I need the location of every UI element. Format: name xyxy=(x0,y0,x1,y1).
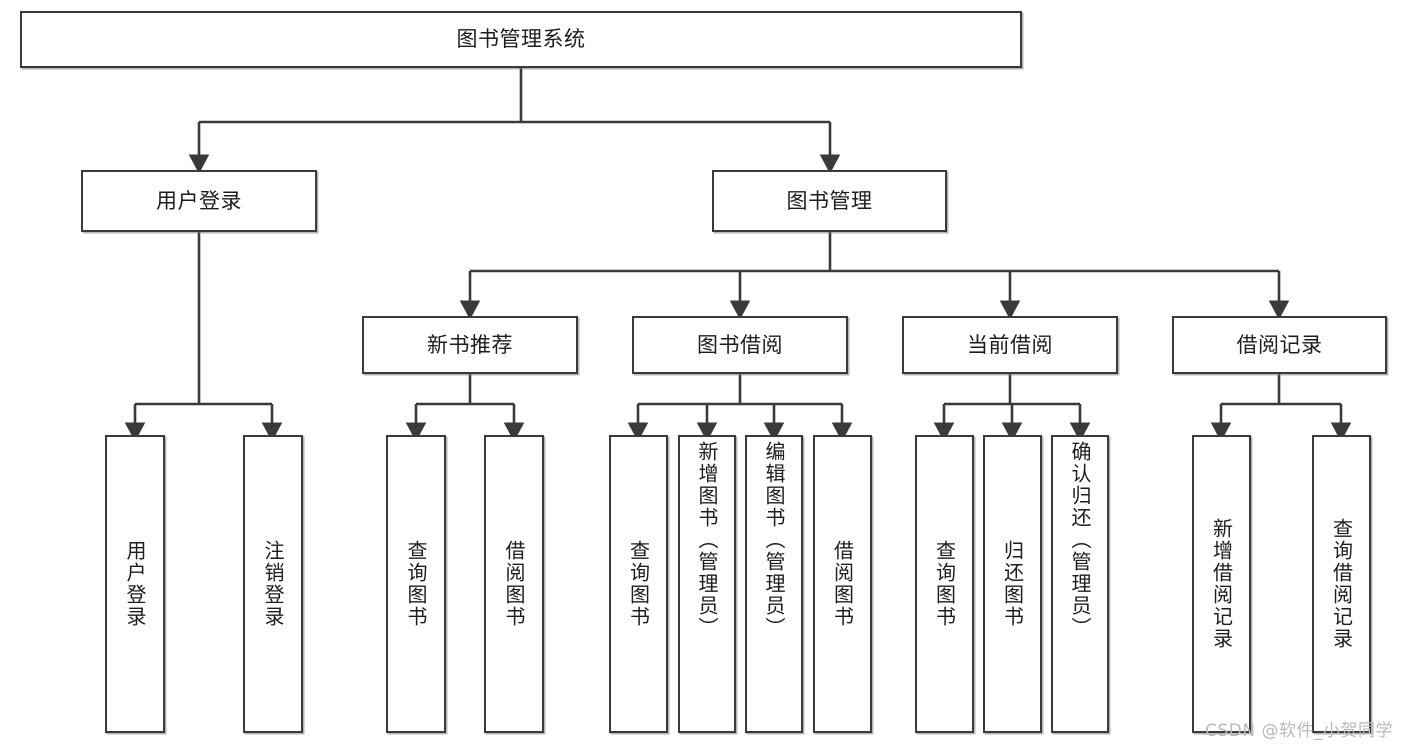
node-label: 新书推荐 xyxy=(427,332,513,357)
node-label: 编辑图书（管理员） xyxy=(762,441,786,639)
node-label: 图书管理 xyxy=(786,188,873,213)
node-book-borrow[interactable]: 图书借阅 xyxy=(632,316,848,374)
node-label: 新增借阅记录 xyxy=(1209,518,1234,650)
node-label: 注销登录 xyxy=(261,540,285,628)
node-label: 查询图书 xyxy=(404,540,428,628)
node-label: 新增图书（管理员） xyxy=(695,441,719,639)
node-label: 借阅图书 xyxy=(830,540,855,628)
node-label: 用户登录 xyxy=(123,540,147,628)
node-label: 借阅图书 xyxy=(502,540,526,628)
node-leaf-return-book[interactable]: 归还图书 xyxy=(983,435,1042,733)
node-current-borrow[interactable]: 当前借阅 xyxy=(902,316,1118,374)
node-leaf-add-borrow-record[interactable]: 新增借阅记录 xyxy=(1192,435,1251,733)
node-leaf-add-book-admin[interactable]: 新增图书（管理员） xyxy=(678,435,736,733)
node-label: 图书管理系统 xyxy=(456,27,586,52)
node-label: 查询图书 xyxy=(626,540,651,628)
node-label: 借阅记录 xyxy=(1236,332,1323,357)
node-leaf-edit-book-admin[interactable]: 编辑图书（管理员） xyxy=(745,435,803,733)
node-leaf-borrow-book-recommend[interactable]: 借阅图书 xyxy=(484,435,544,733)
node-label: 查询借阅记录 xyxy=(1329,518,1354,650)
node-label: 用户登录 xyxy=(156,188,242,213)
node-label: 归还图书 xyxy=(1000,540,1025,628)
node-leaf-query-book-current[interactable]: 查询图书 xyxy=(915,435,974,733)
node-borrow-record[interactable]: 借阅记录 xyxy=(1172,316,1387,374)
node-user-login[interactable]: 用户登录 xyxy=(81,170,317,232)
node-label: 查询图书 xyxy=(932,540,957,628)
node-leaf-user-login[interactable]: 用户登录 xyxy=(105,435,165,733)
node-leaf-logout[interactable]: 注销登录 xyxy=(243,435,303,733)
node-label: 图书借阅 xyxy=(697,332,783,357)
node-book-management[interactable]: 图书管理 xyxy=(712,170,947,232)
watermark-text: CSDN @软件_小贺同学 xyxy=(1205,721,1393,741)
node-root-system[interactable]: 图书管理系统 xyxy=(20,11,1022,68)
node-leaf-confirm-return-admin[interactable]: 确认归还（管理员） xyxy=(1051,435,1109,733)
node-label: 确认归还（管理员） xyxy=(1068,441,1092,639)
node-leaf-borrow-book[interactable]: 借阅图书 xyxy=(813,435,872,733)
node-leaf-query-book-recommend[interactable]: 查询图书 xyxy=(386,435,446,733)
node-label: 当前借阅 xyxy=(967,332,1053,357)
node-leaf-query-borrow-record[interactable]: 查询借阅记录 xyxy=(1312,435,1371,733)
node-new-book-recommend[interactable]: 新书推荐 xyxy=(362,316,578,374)
node-leaf-query-book-borrow[interactable]: 查询图书 xyxy=(609,435,668,733)
